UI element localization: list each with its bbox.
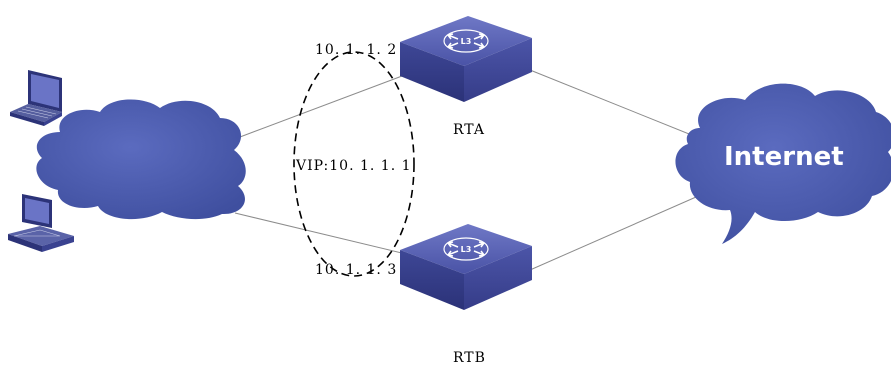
link-lan-rta xyxy=(231,72,411,141)
vip-group-ellipse xyxy=(293,51,415,277)
rta-name-label: RTA xyxy=(453,122,485,138)
lan-cloud xyxy=(36,99,246,220)
internet-label: Internet xyxy=(724,142,844,172)
link-lan-rtb xyxy=(234,212,411,256)
router-rtb: L3 xyxy=(400,224,532,310)
rtb-name-label: RTB xyxy=(453,350,486,366)
svg-text:L3: L3 xyxy=(461,37,472,46)
rta-ip-label: 10. 1. 1. 2 xyxy=(315,42,398,58)
internet-cloud xyxy=(675,83,891,244)
link-rta-internet xyxy=(529,69,705,141)
router-rta: L3 xyxy=(400,16,532,102)
link-rtb-internet xyxy=(529,189,713,271)
desktop-pc-icon xyxy=(8,194,74,252)
vip-label: VIP:10. 1. 1. 1 xyxy=(296,158,412,174)
links xyxy=(231,69,713,271)
l3-switch-icon: L3 xyxy=(443,29,489,53)
svg-text:L3: L3 xyxy=(461,245,472,254)
rtb-ip-label: 10. 1. 1. 3 xyxy=(315,262,398,278)
laptop-icon xyxy=(10,70,62,126)
l3-switch-icon: L3 xyxy=(443,237,489,261)
